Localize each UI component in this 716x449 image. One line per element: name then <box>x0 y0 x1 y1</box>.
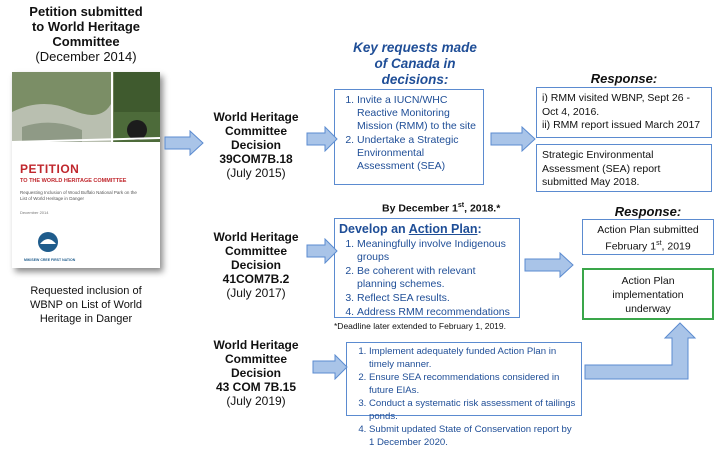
arrow-right-icon <box>490 126 536 152</box>
arrow-up-bent-icon <box>584 322 697 380</box>
list-item: Undertake a Strategic Environmental Asse… <box>357 134 479 173</box>
action-plan-list: Meaningfully involve Indigenous groups B… <box>339 238 515 319</box>
decision-2: World Heritage Committee Decision 41COM7… <box>213 230 299 300</box>
key-requests-box-1: Invite a IUCN/WHC Reactive Monitoring Mi… <box>334 89 484 185</box>
arrow-right-icon <box>306 238 338 264</box>
list-item: Address RMM recommendations <box>357 306 515 319</box>
deadline-header: By December 1st, 2018.* <box>382 202 501 215</box>
cover-date: December 2014 <box>20 210 49 215</box>
petition-title: Petition submitted to World Heritage Com… <box>29 4 143 64</box>
key-requests-box-3: Implement adequately funded Action Plan … <box>346 342 582 448</box>
decision-3: World Heritage Committee Decision 43 COM… <box>213 338 299 408</box>
response-header-2: Response: <box>614 204 682 219</box>
arrow-right-icon <box>524 252 574 278</box>
arrow-right-icon <box>164 130 204 156</box>
response-box-action-plan-submitted: Action Plan submitted February 1st, 2019 <box>582 219 714 255</box>
petition-cover-photo <box>12 72 160 143</box>
petition-caption: Requested inclusion of WBNP on List of W… <box>29 285 143 325</box>
list-item: Submit updated State of Conservation rep… <box>369 424 577 449</box>
list-item: Conduct a systematic risk assessment of … <box>369 398 577 423</box>
response-box-sea: Strategic Environmental Assessment (SEA)… <box>536 144 712 192</box>
list-item: Invite a IUCN/WHC Reactive Monitoring Mi… <box>357 94 479 133</box>
list-item: Ensure SEA recommendations considered in… <box>369 372 577 397</box>
list-item: Be coherent with relevant planning schem… <box>357 265 515 291</box>
cover-title: PETITION <box>20 162 80 176</box>
arrow-right-icon <box>312 354 348 380</box>
cover-body: Requesting Inclusion of Wood Buffalo Nat… <box>20 190 137 201</box>
petition-cover-image: PETITION TO THE WORLD HERITAGE COMMITTEE… <box>12 72 160 268</box>
key-requests-list-3: Implement adequately funded Action Plan … <box>351 346 577 449</box>
list-item: Reflect SEA results. <box>357 292 515 305</box>
key-requests-header: Key requests made of Canada in decisions… <box>353 40 477 87</box>
decision-1: World Heritage Committee Decision 39COM7… <box>213 110 299 180</box>
response-box-implementation: Action Plan implementation underway <box>582 268 714 320</box>
deadline-footnote: *Deadline later extended to February 1, … <box>334 321 507 331</box>
list-item: Implement adequately funded Action Plan … <box>369 346 577 371</box>
action-plan-heading: Develop an Action Plan: <box>339 222 482 236</box>
mikisew-logo-icon <box>38 232 58 252</box>
response-header-1: Response: <box>590 71 658 86</box>
list-item: Meaningfully involve Indigenous groups <box>357 238 515 264</box>
cover-logo-text: MIKISEW CREE FIRST NATION <box>24 258 76 262</box>
arrow-right-icon <box>306 126 338 152</box>
response-box-rmm: i) RMM visited WBNP, Sept 26 - Oct 4, 20… <box>536 87 712 138</box>
action-plan-box: Develop an Action Plan: Meaningfully inv… <box>334 218 520 318</box>
cover-subtitle: TO THE WORLD HERITAGE COMMITTEE <box>20 178 127 184</box>
key-requests-list-1: Invite a IUCN/WHC Reactive Monitoring Mi… <box>339 94 479 173</box>
